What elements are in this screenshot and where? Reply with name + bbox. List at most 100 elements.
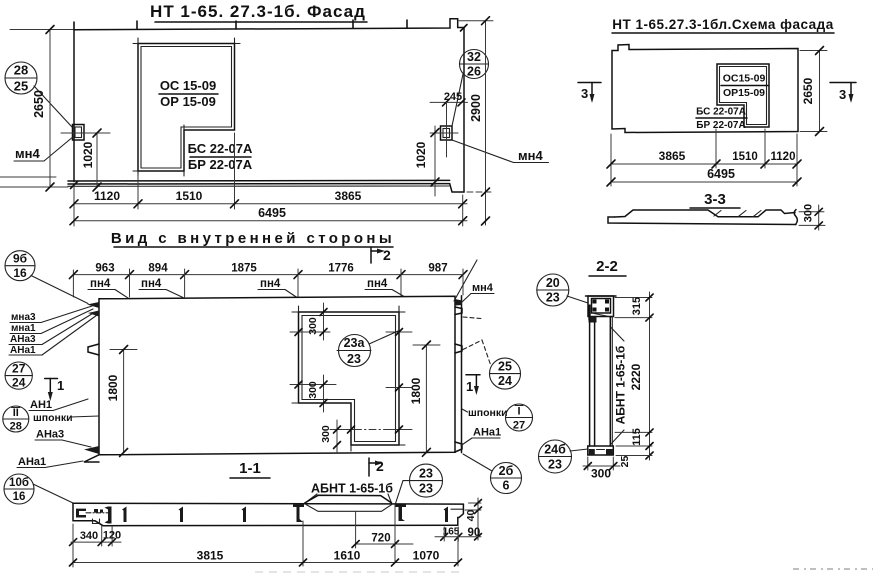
svg-text:300: 300 <box>803 204 815 222</box>
svg-text:340: 340 <box>80 530 98 542</box>
svg-text:1510: 1510 <box>732 151 758 163</box>
svg-text:БР 22-07А: БР 22-07А <box>696 120 745 131</box>
svg-text:НТ 1-65. 27.3-1б. Фасад: НТ 1-65. 27.3-1б. Фасад <box>150 2 366 21</box>
svg-text:1120: 1120 <box>771 151 796 163</box>
svg-text:987: 987 <box>428 263 447 275</box>
svg-text:2650: 2650 <box>32 90 46 118</box>
svg-text:6: 6 <box>503 479 510 493</box>
svg-text:300: 300 <box>591 467 611 481</box>
svg-text:300: 300 <box>320 425 332 443</box>
svg-text:26: 26 <box>467 65 481 79</box>
svg-text:963: 963 <box>95 263 114 275</box>
svg-text:1800: 1800 <box>106 374 120 401</box>
svg-text:мна1: мна1 <box>11 323 36 334</box>
svg-text:1-1: 1-1 <box>239 460 261 477</box>
svg-text:АНа1: АНа1 <box>473 427 501 439</box>
svg-text:II: II <box>13 407 19 419</box>
svg-text:1510: 1510 <box>176 189 203 203</box>
svg-text:120: 120 <box>103 530 121 542</box>
svg-text:мн4: мн4 <box>472 282 494 294</box>
svg-text:27: 27 <box>513 420 525 432</box>
svg-text:Вид с внутренней стороны: Вид с внутренней стороны <box>111 230 395 247</box>
svg-text:165: 165 <box>443 527 460 538</box>
svg-text:2б: 2б <box>499 464 514 478</box>
svg-text:894: 894 <box>148 263 168 275</box>
svg-text:3-3: 3-3 <box>704 191 726 208</box>
svg-text:АБНТ 1-65-1б: АБНТ 1-65-1б <box>614 346 628 425</box>
svg-text:шпонки: шпонки <box>468 407 508 419</box>
svg-text:20: 20 <box>546 276 560 290</box>
svg-text:1776: 1776 <box>328 263 354 275</box>
svg-text:25: 25 <box>14 79 28 94</box>
svg-text:ОС15-09: ОС15-09 <box>723 73 766 85</box>
svg-text:2-2: 2-2 <box>596 258 618 275</box>
svg-text:23а: 23а <box>344 336 366 350</box>
svg-text:1020: 1020 <box>81 141 95 168</box>
svg-text:3: 3 <box>581 86 588 101</box>
svg-text:3815: 3815 <box>197 549 224 563</box>
svg-text:шпонки: шпонки <box>33 412 73 424</box>
svg-text:25: 25 <box>619 456 631 468</box>
svg-text:28: 28 <box>10 421 22 433</box>
svg-text:25: 25 <box>498 360 512 374</box>
svg-text:АН1: АН1 <box>30 399 52 411</box>
svg-text:пн4: пн4 <box>367 278 388 290</box>
svg-text:10б: 10б <box>9 477 29 489</box>
svg-text:2650: 2650 <box>801 77 815 104</box>
svg-text:27: 27 <box>12 362 26 376</box>
svg-text:90: 90 <box>468 527 481 539</box>
svg-text:1: 1 <box>466 379 473 394</box>
svg-text:6495: 6495 <box>707 167 735 181</box>
svg-text:24: 24 <box>12 376 26 390</box>
svg-text:3: 3 <box>839 87 846 102</box>
svg-text:40: 40 <box>465 510 477 522</box>
svg-text:1800: 1800 <box>409 377 423 404</box>
svg-text:24б: 24б <box>544 443 566 457</box>
svg-text:1: 1 <box>57 378 64 393</box>
svg-text:2: 2 <box>376 458 384 474</box>
svg-text:пн4: пн4 <box>90 278 111 290</box>
svg-text:1610: 1610 <box>334 549 361 563</box>
svg-text:16: 16 <box>13 491 26 503</box>
svg-text:АНа1: АНа1 <box>10 345 36 356</box>
svg-text:I: I <box>517 406 520 418</box>
svg-text:БР 22-07А: БР 22-07А <box>188 157 253 172</box>
svg-text:2900: 2900 <box>469 94 483 122</box>
svg-text:БС 22-07А: БС 22-07А <box>188 141 253 156</box>
svg-text:АНа1: АНа1 <box>18 456 46 468</box>
svg-text:ОР 15-09: ОР 15-09 <box>160 94 216 109</box>
svg-text:9б: 9б <box>13 252 27 266</box>
svg-text:24: 24 <box>498 374 512 388</box>
svg-text:НТ 1-65.27.3-1бл.Схема фасада: НТ 1-65.27.3-1бл.Схема фасада <box>612 17 834 32</box>
svg-text:23: 23 <box>419 482 433 496</box>
svg-text:32: 32 <box>467 50 481 64</box>
svg-text:ОР15-09: ОР15-09 <box>723 87 765 99</box>
svg-text:2: 2 <box>383 247 391 263</box>
svg-text:23: 23 <box>347 352 361 366</box>
svg-text:АНа3: АНа3 <box>10 334 36 345</box>
svg-text:16: 16 <box>13 266 27 280</box>
svg-text:23: 23 <box>546 291 560 305</box>
svg-text:720: 720 <box>371 533 390 545</box>
svg-text:3865: 3865 <box>335 189 362 203</box>
svg-text:1875: 1875 <box>231 263 257 275</box>
svg-text:АНа3: АНа3 <box>36 429 64 441</box>
svg-text:АБНТ 1-65-1б: АБНТ 1-65-1б <box>311 482 393 496</box>
svg-text:1020: 1020 <box>414 141 428 168</box>
svg-text:300: 300 <box>307 317 319 335</box>
svg-text:мна3: мна3 <box>11 312 36 323</box>
svg-text:115: 115 <box>631 428 643 446</box>
svg-text:БС 22-07А: БС 22-07А <box>696 107 746 118</box>
svg-text:ОС 15-09: ОС 15-09 <box>160 78 216 93</box>
svg-text:315: 315 <box>631 297 643 315</box>
svg-text:1120: 1120 <box>94 189 120 203</box>
svg-text:мн4: мн4 <box>15 146 40 161</box>
svg-text:1070: 1070 <box>413 549 440 563</box>
svg-text:28: 28 <box>14 63 28 78</box>
svg-text:мн4: мн4 <box>518 148 543 163</box>
svg-text:23: 23 <box>419 467 433 481</box>
svg-text:3865: 3865 <box>659 149 686 163</box>
svg-text:6495: 6495 <box>258 206 286 220</box>
svg-text:пн4: пн4 <box>141 278 162 290</box>
svg-text:пн4: пн4 <box>260 278 281 290</box>
